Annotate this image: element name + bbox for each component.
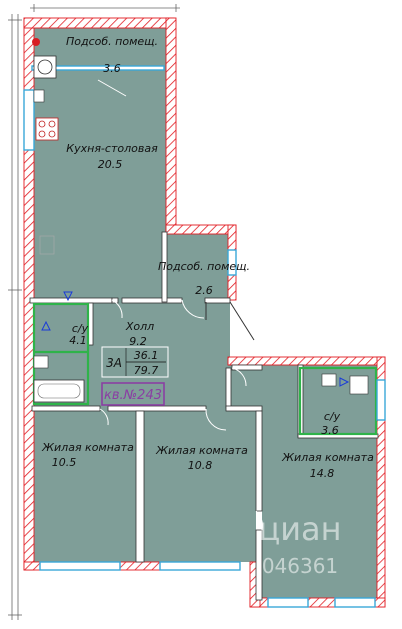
- bath1-name: с/у: [72, 322, 89, 335]
- apartment-number: кв.№243: [104, 388, 162, 403]
- apartment-number-box: [101, 382, 165, 406]
- bathroom-outlines: [32, 302, 378, 436]
- bath2-name: с/у: [324, 410, 341, 423]
- watermark: циан 046361: [258, 510, 341, 578]
- storage-mid-area: 2.6: [195, 284, 213, 297]
- hall-area: 9.2: [129, 335, 147, 348]
- fixtures: [32, 38, 369, 403]
- hall-name: Холл: [125, 320, 154, 333]
- total-area: 79.7: [134, 364, 159, 377]
- watermark-id: 046361: [262, 554, 338, 578]
- exterior-walls: [23, 17, 386, 608]
- rooms-code: 3А: [106, 356, 122, 370]
- valve-icon: [63, 291, 73, 302]
- living-area: 36.1: [134, 349, 159, 362]
- storage-mid-name: Подсоб. помещ.: [158, 260, 250, 273]
- valve-icon-2: [41, 320, 51, 331]
- watermark-brand: циан: [258, 510, 341, 548]
- toilet-icon: [349, 375, 369, 395]
- valve-icon-3: [339, 377, 350, 387]
- living3-area: 14.8: [310, 467, 335, 480]
- bath2-area: 3.6: [321, 424, 339, 437]
- windows: [23, 65, 386, 608]
- riser-icon: [32, 38, 40, 46]
- living3-name: Жилая комната: [281, 451, 374, 464]
- dimension-lines: [8, 4, 180, 620]
- living1-name: Жилая комната: [41, 441, 134, 454]
- apartment-info: 3А 36.1 79.7 кв.№243: [101, 346, 169, 406]
- storage-top-name: Подсоб. помещ.: [66, 35, 158, 48]
- kitchen-name: Кухня-столовая: [66, 142, 158, 155]
- living1-area: 10.5: [52, 456, 77, 469]
- storage-top-area: 3.6: [103, 62, 121, 75]
- washer-icon: [33, 55, 57, 79]
- floor-area: [32, 28, 378, 598]
- room-labels: Подсоб. помещ. 3.6 Кухня-столовая 20.5 П…: [41, 35, 374, 480]
- bathtub-icon: [33, 379, 85, 403]
- sink-icon: [33, 355, 49, 369]
- bath1-area: 4.1: [69, 334, 87, 347]
- stove-icon: [35, 117, 59, 141]
- kitchen-area: 20.5: [98, 158, 123, 171]
- living2-name: Жилая комната: [155, 444, 248, 457]
- doors: [97, 79, 263, 531]
- living2-area: 10.8: [188, 459, 213, 472]
- sink-icon-2: [321, 373, 337, 387]
